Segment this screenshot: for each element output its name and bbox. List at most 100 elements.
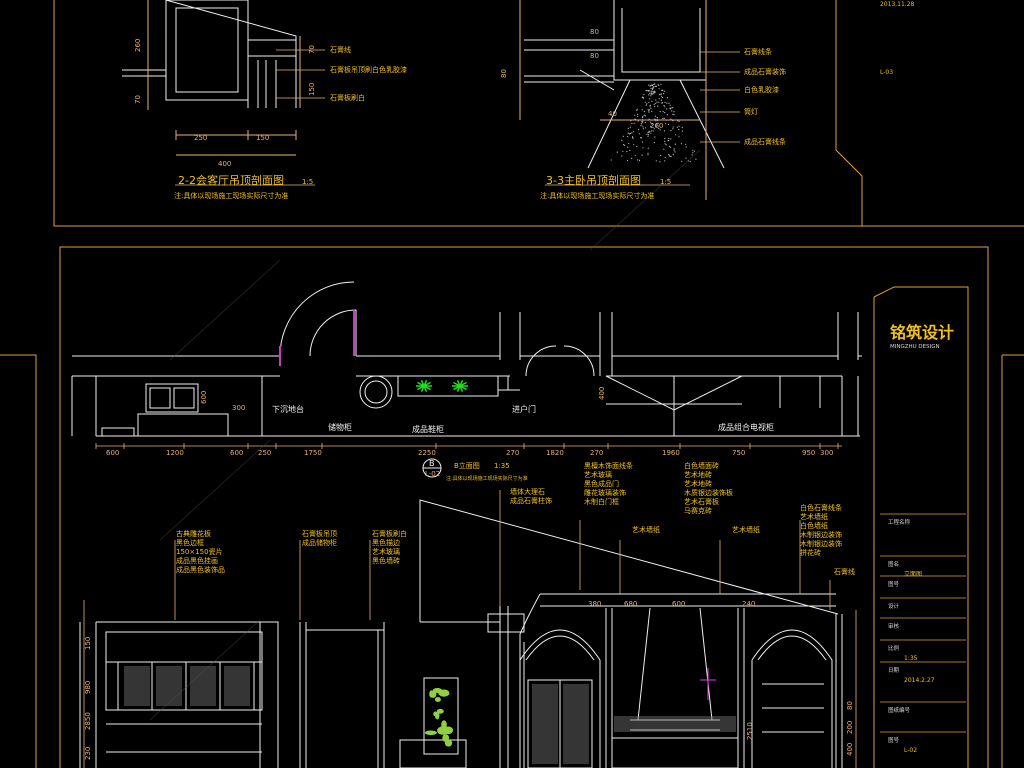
spray-dot xyxy=(669,155,671,158)
spray-dot xyxy=(664,140,666,142)
spray-dot xyxy=(651,100,653,102)
spray-dot xyxy=(668,102,670,104)
spray-dot xyxy=(670,107,672,109)
plan-dim-8: 270 xyxy=(590,449,603,457)
plan-dim-600: 600 xyxy=(200,391,208,404)
spray-dot xyxy=(637,113,639,115)
callouts-center-1: 成品石膏柱饰 xyxy=(510,496,552,505)
callouts-right-5: 拼花砖 xyxy=(800,548,821,557)
spray-dot xyxy=(640,123,642,125)
spray-dot xyxy=(656,123,658,125)
spray-dot xyxy=(649,130,651,132)
spray-dot xyxy=(657,122,659,124)
callouts-left-4: 成品黑色装饰品 xyxy=(176,565,225,574)
spray-dot xyxy=(674,143,676,145)
elevation-pattern-fill xyxy=(124,666,736,764)
spray-dot xyxy=(636,145,638,148)
elevation-artwork xyxy=(424,688,454,747)
spray-dot xyxy=(648,94,650,96)
callouts-mid-1: 成品储物柜 xyxy=(302,538,337,547)
spray-dot xyxy=(670,146,672,148)
spray-dot xyxy=(660,93,663,95)
artwork-blob xyxy=(433,711,438,717)
spray-dot xyxy=(641,109,643,111)
spray-dot xyxy=(647,135,649,137)
spray-dot xyxy=(663,148,665,150)
spray-dot xyxy=(648,90,651,92)
spray-dot xyxy=(640,137,643,139)
tb-label-6: 日期 xyxy=(888,667,900,674)
spray-dot xyxy=(661,95,663,97)
spray-dot xyxy=(647,132,649,134)
spray-dot xyxy=(646,133,648,135)
spray-dot xyxy=(655,125,658,127)
section-3-3-leaders xyxy=(545,51,740,186)
spray-dot xyxy=(641,122,643,124)
dim-80b: 80 xyxy=(590,52,599,60)
plant-leaf xyxy=(459,385,464,393)
tb-value-6: 2014.2.27 xyxy=(904,677,935,684)
elevation-scale: 1:35 xyxy=(494,462,510,470)
top-sheet-frame xyxy=(53,0,1024,227)
floor-plan xyxy=(71,281,862,437)
plan-dim-2: 600 xyxy=(230,449,243,457)
spray-dot xyxy=(671,110,673,112)
spray-dot xyxy=(648,110,650,112)
spray-dot xyxy=(645,89,647,92)
plan-dim-line xyxy=(95,443,842,449)
dim-80c: 80 xyxy=(500,69,508,78)
spray-dot xyxy=(653,103,655,105)
light-spray xyxy=(610,83,697,163)
spray-dot xyxy=(610,159,612,161)
plant-leaf xyxy=(423,381,431,387)
spray-dot xyxy=(670,118,672,120)
spray-dot xyxy=(637,115,639,117)
artwork-blob xyxy=(434,697,441,702)
spray-dot xyxy=(641,141,644,143)
spray-dot xyxy=(641,119,643,121)
plan-label-tv-cabinet: 成品组合电视柜 xyxy=(718,422,774,432)
spray-dot xyxy=(672,107,674,109)
spray-dot xyxy=(672,128,674,130)
spray-dot xyxy=(677,120,679,122)
spray-dot xyxy=(660,83,662,85)
tb-label-8: 图号 xyxy=(888,736,900,744)
spray-dot xyxy=(655,160,657,162)
spray-dot xyxy=(653,83,656,85)
firm-logo: 铭筑设计 xyxy=(890,323,954,342)
section-3-3-note: 注:具体以现场施工现场实际尺寸为准 xyxy=(540,191,654,200)
elev-right-dim-0: 2510 xyxy=(746,722,754,740)
spray-dot xyxy=(633,144,635,146)
spray-dot xyxy=(647,152,649,154)
spray-dot xyxy=(631,122,633,125)
plan-label-storage: 储物柜 xyxy=(328,422,352,432)
spray-dot xyxy=(650,130,653,132)
elev-left-dim-3: 230 xyxy=(84,747,92,760)
spray-dot xyxy=(658,101,660,103)
plan-plants xyxy=(416,379,468,393)
spray-dot xyxy=(664,137,666,140)
spray-dot xyxy=(650,92,653,94)
spray-dot xyxy=(666,97,669,99)
spray-dot xyxy=(631,157,633,159)
spray-dot xyxy=(652,84,654,86)
tb-value-5: 1:35 xyxy=(904,655,918,662)
elev-top-dim-0: 380 xyxy=(588,600,601,608)
spray-dot xyxy=(638,133,641,135)
spray-dot xyxy=(657,105,659,107)
spray-dot xyxy=(655,85,657,87)
callouts-right-0: 白色石膏线条 xyxy=(800,503,842,512)
spray-dot xyxy=(660,99,663,101)
spray-dot xyxy=(678,125,680,127)
spray-dot xyxy=(661,102,663,104)
plan-dim-6: 270 xyxy=(506,449,519,457)
dim-80a: 80 xyxy=(590,28,599,36)
spray-dot xyxy=(670,130,672,132)
spray-dot xyxy=(626,150,628,153)
spray-dot xyxy=(636,109,638,111)
spray-dot xyxy=(656,116,658,119)
plan-dim-4: 1750 xyxy=(304,449,322,457)
spray-dot xyxy=(669,104,671,106)
section-3-3-title: 3-3主卧吊顶剖面图 xyxy=(546,173,641,187)
